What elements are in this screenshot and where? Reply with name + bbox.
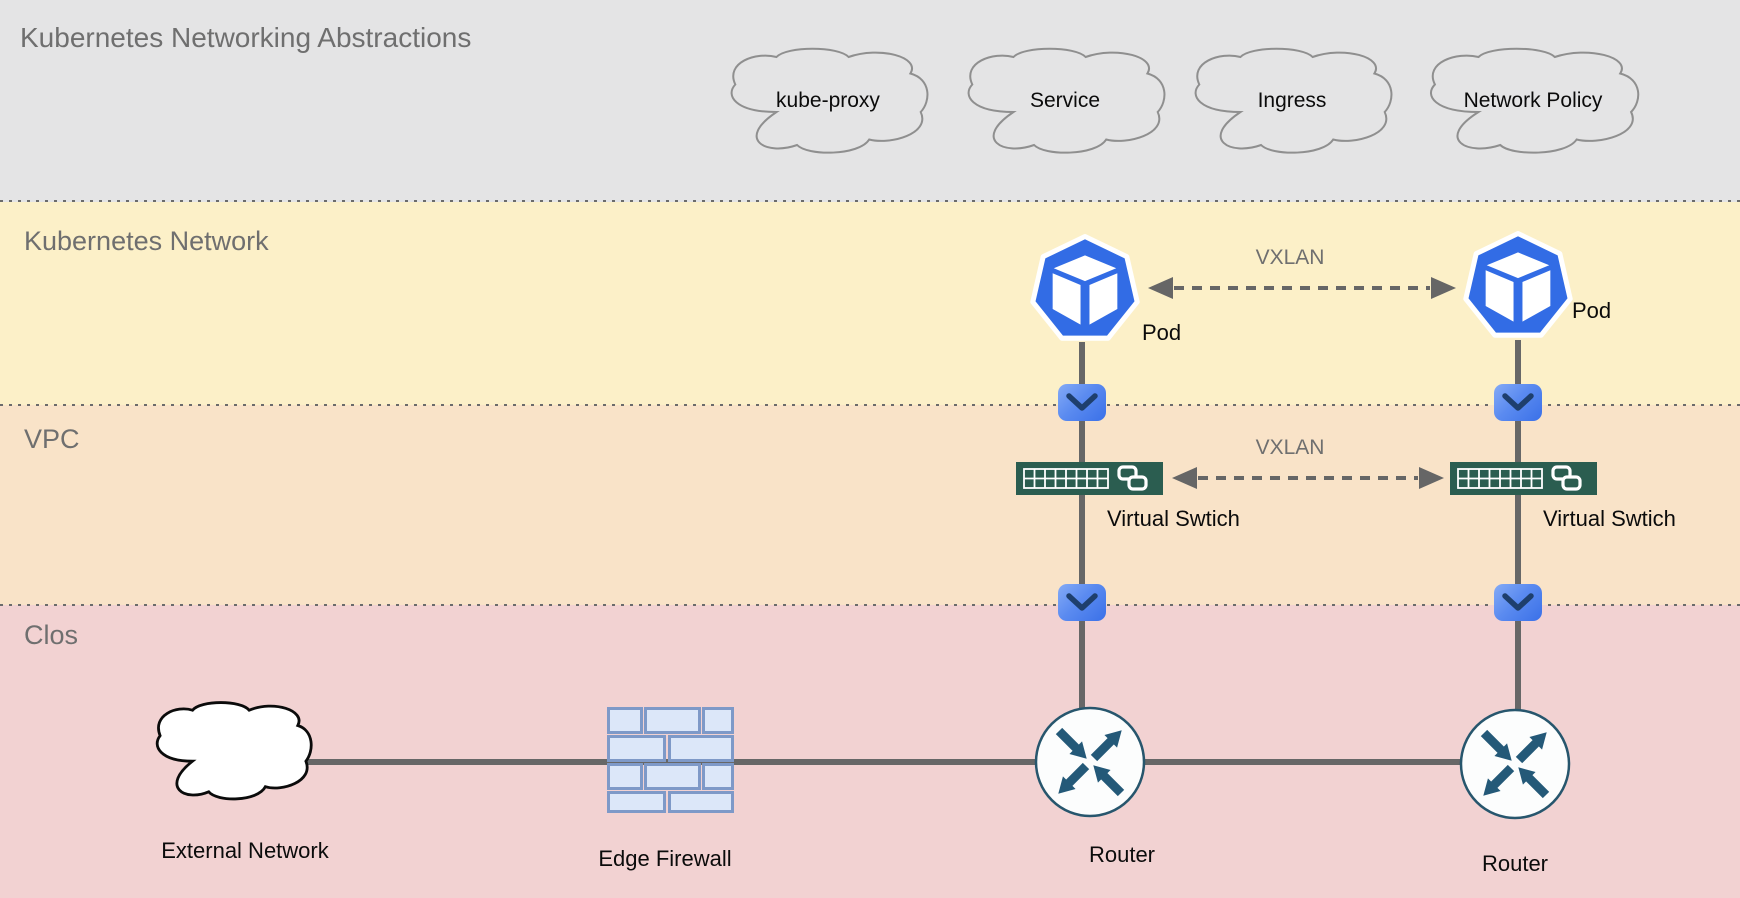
cloud-service: Service (962, 46, 1168, 156)
cloud-network-policy: Network Policy (1424, 46, 1642, 156)
layer-label-kubernetes-network: Kubernetes Network (24, 226, 269, 256)
pod-left-label: Pod (1142, 320, 1182, 345)
layer-vpc (0, 405, 1740, 605)
separator-k8s-vpc (0, 404, 1740, 406)
nic-icon (1494, 384, 1542, 421)
cloud-label: kube-proxy (776, 89, 880, 112)
pod-right-label: Pod (1572, 298, 1612, 323)
layer-label-vpc: VPC (24, 424, 80, 454)
vswitch-left-label: Virtual Swtich (1107, 506, 1240, 531)
pod-icon (1030, 233, 1140, 341)
cloud-icon (1189, 46, 1395, 156)
router-icon (1459, 708, 1571, 820)
router-left-label: Router (1088, 842, 1156, 867)
cloud-label: Ingress (1257, 89, 1327, 112)
layer-label-clos: Clos (24, 620, 79, 650)
nic-icon (1494, 584, 1542, 621)
link-left-column (1079, 342, 1085, 708)
edge-firewall-label: Edge Firewall (598, 846, 732, 871)
vswitch-right-label: Virtual Swtich (1543, 506, 1676, 531)
diagram-title: Kubernetes Networking Abstractions (20, 22, 472, 53)
link-right-column (1515, 340, 1521, 710)
cloud-kube-proxy: kube-proxy (725, 46, 931, 156)
cloud-icon (152, 700, 314, 802)
separator-abstractions-k8s (0, 200, 1740, 202)
virtual-switch-icon (1016, 462, 1163, 495)
vxlan-label-switches: VXLAN (1255, 436, 1325, 459)
separator-vpc-clos (0, 604, 1740, 606)
nic-icon (1058, 584, 1106, 621)
vxlan-arrow-switches (1172, 467, 1444, 489)
virtual-switch-icon (1450, 462, 1597, 495)
cloud-icon (725, 46, 931, 156)
vxlan-label-pods: VXLAN (1255, 246, 1325, 269)
link-clos-backbone (300, 759, 1516, 765)
vxlan-arrow-pods (1148, 277, 1456, 299)
external-network-label: External Network (161, 838, 329, 863)
router-icon (1034, 706, 1146, 818)
router-right-label: Router (1481, 851, 1549, 876)
firewall-icon (607, 707, 734, 813)
cloud-ingress: Ingress (1189, 46, 1395, 156)
nic-icon (1058, 384, 1106, 421)
cloud-label: Service (1029, 89, 1101, 112)
layer-kubernetes-network (0, 202, 1740, 405)
pod-icon (1463, 230, 1573, 338)
cloud-icon (1424, 46, 1642, 156)
cloud-icon (962, 46, 1168, 156)
external-network-node (152, 700, 314, 802)
cloud-label: Network Policy (1463, 89, 1603, 112)
